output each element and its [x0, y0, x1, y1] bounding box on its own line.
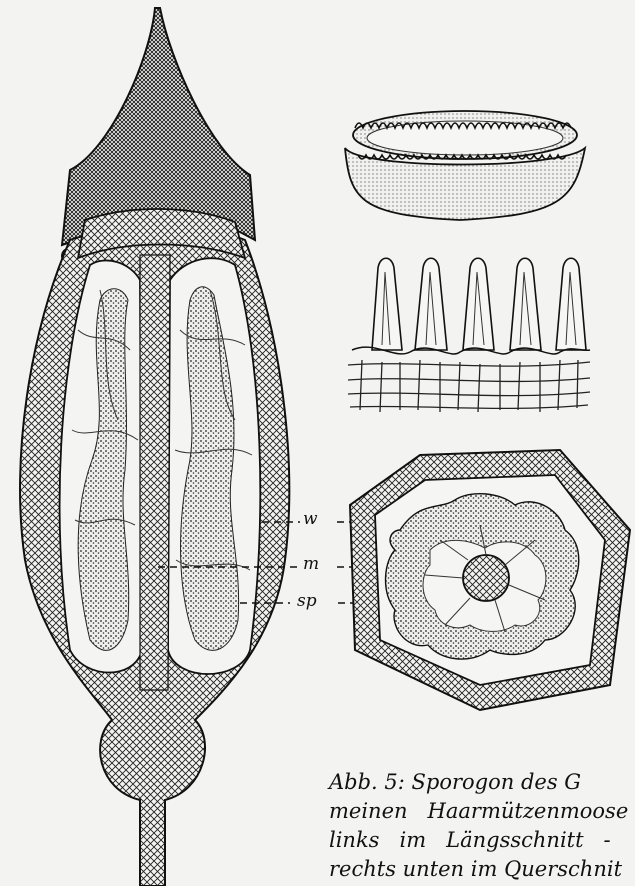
columella: [140, 255, 170, 690]
teeth-detail: [348, 258, 590, 412]
columella-cross: [463, 555, 509, 601]
caption-line-3: links im Längsschnitt -: [329, 826, 635, 855]
caption-line-4: rechts unten im Querschnit: [329, 855, 635, 884]
figure-caption: Abb. 5: Sporogon des G meinen Haarmützen…: [329, 768, 635, 884]
caption-line-2: meinen Haarmützenmoose: [329, 797, 635, 826]
label-spores: sp: [297, 593, 317, 610]
cross-section: [350, 450, 630, 710]
label-columella: m: [303, 556, 319, 573]
caption-line-1: Abb. 5: Sporogon des G: [329, 768, 635, 797]
label-wall: w: [303, 511, 318, 528]
longitudinal-section: [20, 8, 289, 886]
peristome-ring: [345, 111, 585, 220]
cell-rows: [348, 360, 590, 412]
